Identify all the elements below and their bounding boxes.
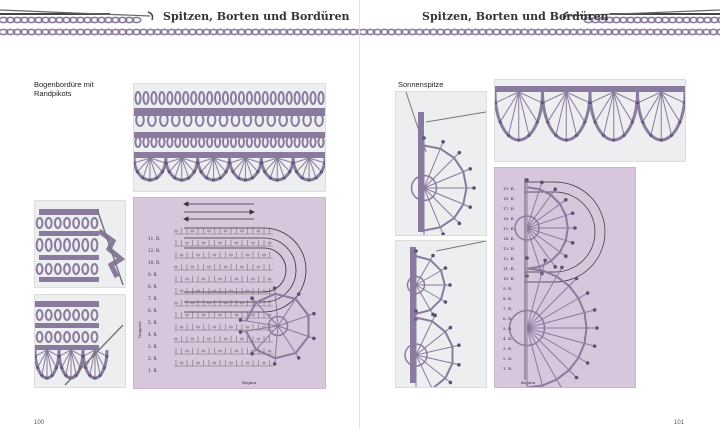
bottom-label: Beginn [242, 380, 257, 385]
row-direction-arrows [525, 181, 606, 283]
row-label: 1. R. [503, 366, 512, 371]
row-label: 1. R. [148, 368, 158, 373]
row-label: 5. R. [148, 320, 158, 325]
row-label: 14. R. [503, 236, 515, 241]
left-chain-border [0, 9, 360, 36]
row-label: 10. R. [503, 276, 515, 281]
row-labels: 19. R. 18. R. 17. R. 16. R. 15. R. 14. R… [503, 186, 515, 371]
row-label: 9. R. [503, 286, 512, 291]
bottom-label: Beginn [521, 380, 536, 385]
row-direction-arrows [183, 201, 307, 313]
left-page: Spitzen, Borten und Bordüren Bogenbordür… [0, 0, 360, 426]
row-label: 4. R. [503, 336, 512, 341]
row-label: 15. R. [503, 226, 515, 231]
row-label: 11. R. [148, 236, 160, 241]
crochet-chart-left: 11. R. 12. R. 10. R. 9. R. 8. R. 7. R. 6… [133, 197, 326, 389]
row-label: 19. R. [503, 186, 515, 191]
caption-line: Bogenbordüre mit [34, 80, 94, 89]
caption-line: Randpikots [34, 89, 72, 98]
caption-line: Sonnenspitze [398, 80, 444, 89]
row-label: 10. R. [148, 260, 160, 265]
row-label: 9. R. [148, 272, 158, 277]
row-label: 12. R. [148, 248, 160, 253]
right-header: Spitzen, Borten und Bordüren [360, 0, 720, 40]
pattern-caption: Bogenbordüre mit Randpikots [34, 80, 104, 98]
row-label: 5. R. [503, 326, 512, 331]
side-label: Rapport [137, 321, 142, 338]
row-label: 2. R. [503, 356, 512, 361]
lace-photo-main [494, 79, 686, 162]
row-label: 13. R. [503, 246, 515, 251]
crochet-hook-icon [0, 9, 154, 21]
row-labels: 11. R. 12. R. 10. R. 9. R. 8. R. 7. R. 6… [148, 236, 160, 373]
row-label: 4. R. [148, 332, 158, 337]
row-label: 18. R. [503, 196, 515, 201]
lace-photo-detail-2 [34, 294, 126, 388]
left-header: Spitzen, Borten und Bordüren [0, 0, 360, 40]
pattern-caption: Sonnenspitze [398, 80, 443, 89]
right-page: Spitzen, Borten und Bordüren Sonnenspitz… [360, 0, 720, 429]
row-label: 7. R. [148, 296, 158, 301]
page-number: 101 [674, 420, 685, 426]
row-label: 8. R. [503, 296, 512, 301]
row-label: 8. R. [148, 284, 158, 289]
crochet-chart-right: 19. R. 18. R. 17. R. 16. R. 15. R. 14. R… [494, 167, 636, 388]
row-label: 12. R. [503, 256, 515, 261]
row-label: 11. R. [503, 266, 515, 271]
crochet-hook-icon [562, 9, 720, 21]
lace-photo-detail-1 [34, 200, 126, 288]
lace-photo-detail-1 [395, 91, 487, 236]
row-label: 3. R. [148, 344, 158, 349]
row-label: 2. R. [148, 356, 158, 361]
right-chain-border [360, 9, 720, 36]
row-label: 3. R. [503, 346, 512, 351]
lace-photo-main [133, 83, 326, 192]
row-label: 17. R. [503, 206, 515, 211]
row-label: 16. R. [503, 216, 515, 221]
row-label: 7. R. [503, 306, 512, 311]
header-title: Spitzen, Borten und Bordüren [422, 10, 609, 23]
header-title: Spitzen, Borten und Bordüren [163, 10, 350, 23]
lace-photo-detail-2 [395, 240, 487, 388]
page-number: 100 [34, 420, 45, 426]
row-label: 6. R. [148, 308, 158, 313]
row-label: 6. R. [503, 316, 512, 321]
